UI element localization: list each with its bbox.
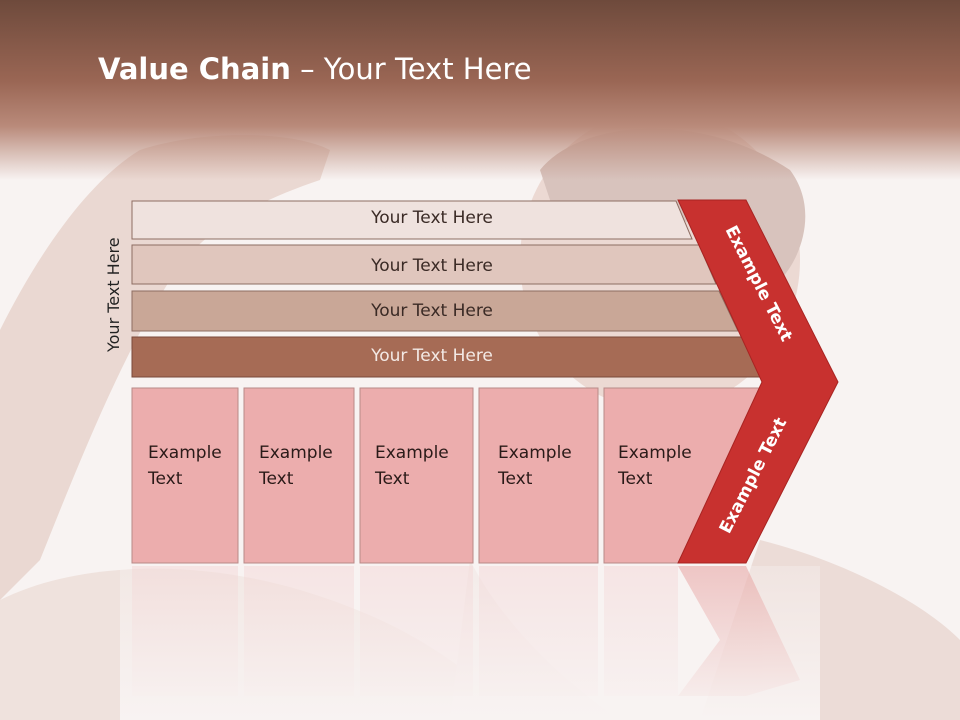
box-2	[243, 387, 355, 564]
side-label: Your Text Here	[104, 237, 123, 352]
title-rest: – Your Text Here	[290, 52, 532, 86]
band-1	[131, 200, 693, 240]
box-2-line1: Example	[259, 443, 333, 463]
band-3-label: Your Text Here	[371, 301, 493, 321]
box-5-line1: Example	[618, 443, 692, 463]
box-4	[478, 387, 599, 564]
title-bold: Value Chain	[98, 52, 291, 86]
band-1-label: Your Text Here	[371, 208, 493, 228]
box-1-line1: Example	[148, 443, 222, 463]
header-band	[0, 0, 960, 180]
box-2-line2: Text	[259, 469, 294, 489]
band-2	[131, 244, 717, 285]
chevron-arrow	[677, 199, 839, 564]
box-5-line2: Text	[618, 469, 653, 489]
slide-title: Value Chain – Your Text Here	[98, 52, 532, 86]
box-4-line1: Example	[498, 443, 572, 463]
box-3	[359, 387, 474, 564]
box-1-line2: Text	[148, 469, 183, 489]
box-3-line2: Text	[375, 469, 410, 489]
box-3-line1: Example	[375, 443, 449, 463]
band-4-label: Your Text Here	[371, 346, 493, 366]
box-1	[131, 387, 239, 564]
band-2-label: Your Text Here	[371, 256, 493, 276]
box-4-line2: Text	[498, 469, 533, 489]
